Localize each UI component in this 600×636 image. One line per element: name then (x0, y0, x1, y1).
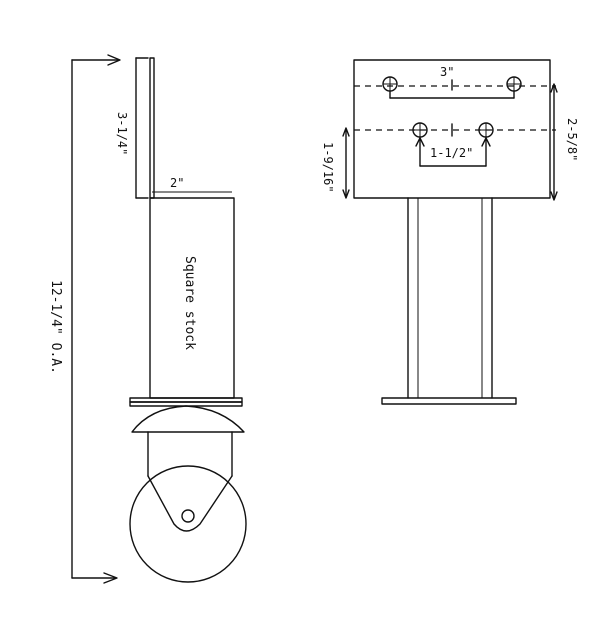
lower-hole-spacing-label: 1-1/2" (430, 146, 473, 160)
wheel-axle (181, 509, 195, 523)
mounting-plate (353, 59, 551, 199)
front-tube (407, 197, 493, 399)
flange-height-label: 3-1/4" (115, 112, 129, 155)
front-view: 3" 1-1/2" 1-9/16" (321, 59, 579, 405)
flange-height-dimension-line (135, 57, 149, 199)
lower-hole-spacing-line (415, 137, 491, 167)
caster-wheel (129, 465, 247, 583)
mounting-flange (149, 57, 155, 199)
overall-height-label: 12-1/4" O.A. (48, 280, 63, 374)
tube-width-label: 2" (170, 176, 184, 190)
square-stock-label: Square stock (182, 256, 197, 350)
lower-holes (412, 122, 494, 138)
front-base-plate (381, 397, 517, 405)
upper-hole-spacing-line (389, 79, 515, 99)
left-dimension-label: 1-9/16" (321, 142, 335, 193)
right-dimension-label: 2-5/8" (565, 118, 579, 161)
base-plates (129, 397, 243, 407)
caster-swivel-dome (131, 405, 245, 433)
left-dimension-line (342, 127, 350, 199)
overall-height-dimension-line (71, 54, 121, 584)
caster-fork (147, 431, 233, 532)
upper-hole-spacing-label: 3" (440, 65, 454, 79)
right-dimension-line (550, 83, 558, 201)
side-view: 12-1/4" O.A. 3-1/4" 2" Square stock (48, 54, 247, 584)
